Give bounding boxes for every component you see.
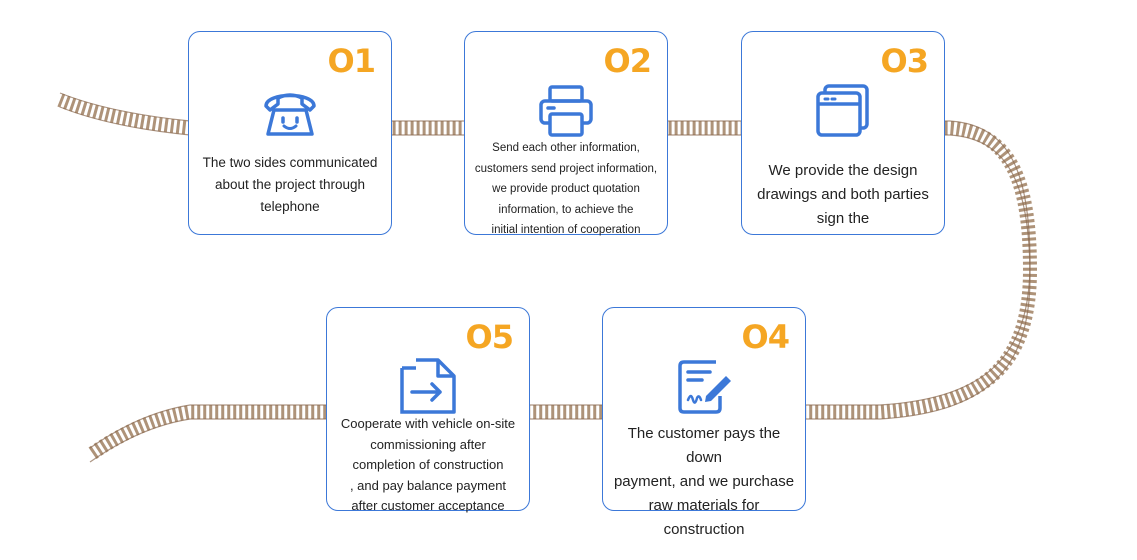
step-description: The two sides communicated about the pro… [202,155,378,214]
step-description: Cooperate with vehicle on-site commissio… [340,416,516,513]
step-number: O1 [327,42,376,80]
step-card-03: O3 We provide the design drawings and bo… [741,31,945,235]
step-number: O5 [465,318,514,356]
step-number: O2 [603,42,652,80]
step-card-05: O5 Cooperate with vehicle on-site commis… [326,307,530,513]
step-card-02: O2 Send each other information, customer… [464,31,668,236]
step-description: The customer pays the down payment, and … [613,425,795,538]
step-description: We provide the design drawings and both … [757,162,929,227]
telephone-icon [262,84,318,143]
contract-sign-icon [676,358,732,419]
step-description: Send each other information, customers s… [474,142,658,236]
step-number: O3 [880,42,929,80]
window-stack-icon [815,84,871,143]
file-import-icon [398,358,458,419]
step-card-01: O1 The two sides communicated about the … [188,31,392,235]
printer-icon [538,84,594,143]
step-number: O4 [741,318,790,356]
step-card-04: O4 The customer pays the down payment, a… [602,307,806,538]
